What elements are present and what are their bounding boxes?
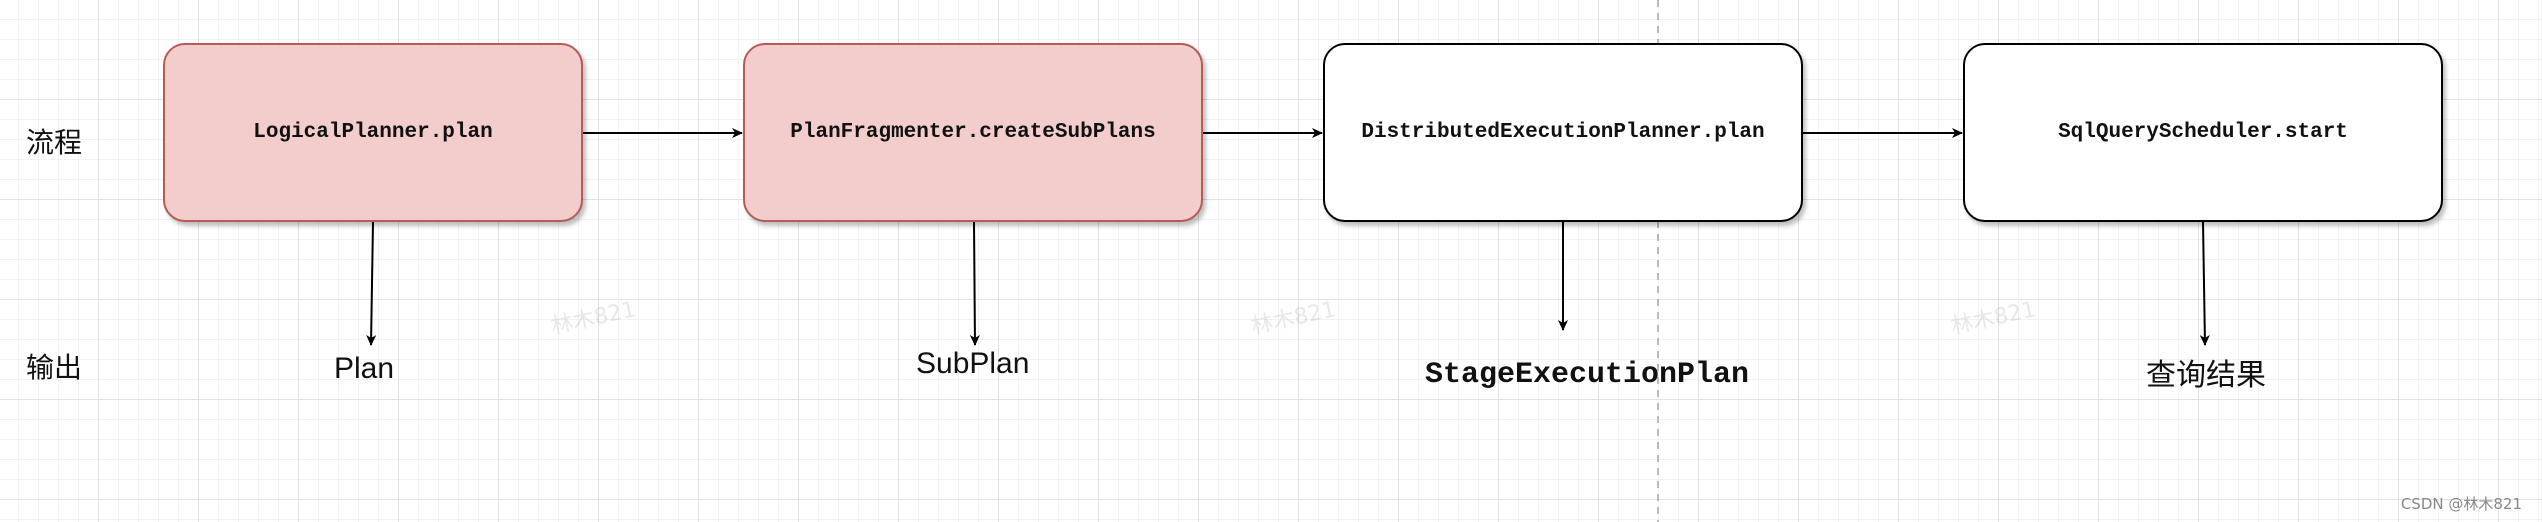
output-arrow-4: [2199, 221, 2210, 346]
node-plan-fragmenter: PlanFragmenter.createSubPlans: [743, 43, 1203, 222]
output-arrow-1: [366, 221, 377, 346]
node-distributed-execution-planner: DistributedExecutionPlanner.plan: [1323, 43, 1803, 222]
node-sql-query-scheduler: SqlQueryScheduler.start: [1963, 43, 2443, 222]
output-arrow-2: [969, 221, 980, 346]
output-stage-execution-plan: StageExecutionPlan: [1425, 358, 1750, 392]
node-logical-planner: LogicalPlanner.plan: [163, 43, 583, 222]
csdn-credit: CSDN @林木821: [2400, 495, 2522, 513]
flow-row-label: 流程: [26, 126, 83, 159]
output-row-label: 输出: [26, 351, 83, 384]
output-query-result: 查询结果: [2146, 358, 2266, 393]
output-plan: Plan: [334, 352, 395, 385]
output-subplan: SubPlan: [916, 347, 1030, 380]
